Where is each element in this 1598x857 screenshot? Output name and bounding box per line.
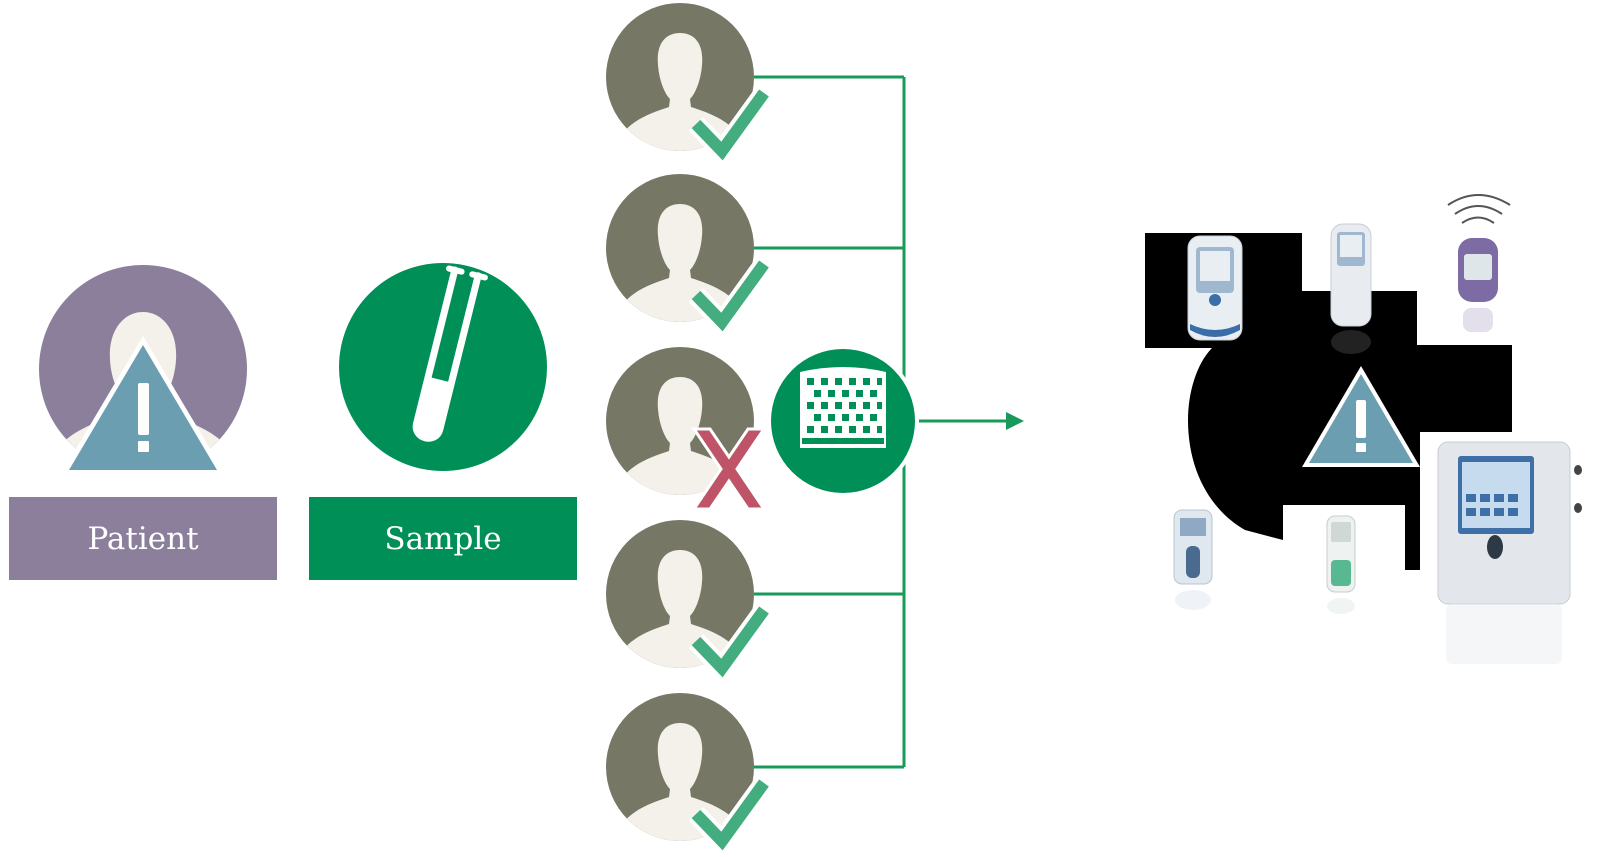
person-3	[606, 347, 767, 511]
cross-icon	[691, 427, 767, 511]
point-of-care-devices-icon	[1145, 194, 1582, 672]
person-1	[606, 3, 773, 167]
test-tube-icon	[339, 263, 547, 471]
lab-analyzer-icon	[767, 345, 919, 497]
sample-label-text: Sample	[384, 520, 502, 557]
patient-label: Patient	[9, 497, 277, 580]
sample-label: Sample	[309, 497, 577, 580]
person-2	[606, 174, 773, 338]
patient-label-text: Patient	[87, 520, 199, 557]
person-4	[606, 520, 773, 684]
patient-warning-icon	[39, 265, 247, 474]
person-5	[606, 693, 773, 857]
arrow-head-icon	[1006, 412, 1024, 430]
